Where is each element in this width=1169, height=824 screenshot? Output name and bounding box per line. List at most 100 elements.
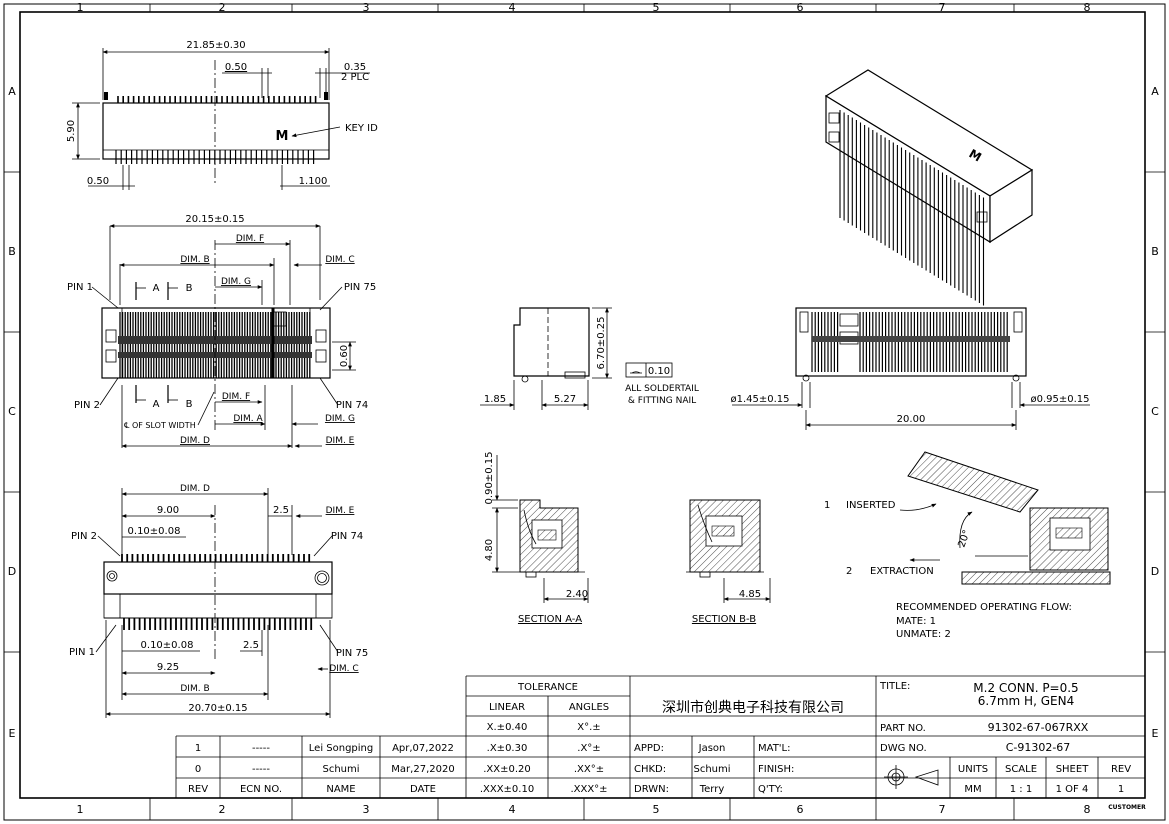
- zone-row-a-right: A: [1151, 85, 1159, 98]
- section-a-height-dim: 4.80: [484, 539, 495, 561]
- rev-header-ecn: ECN NO.: [240, 784, 282, 795]
- top-view-tail-row: [115, 150, 315, 164]
- zone-col-8: 8: [1084, 1, 1091, 14]
- top-overall-dim: 21.85±0.30: [186, 40, 245, 51]
- tolerance-linear-0: X.±0.40: [487, 722, 528, 733]
- bottom-dim-e: DIM. E: [326, 506, 355, 516]
- appd-value: Jason: [698, 743, 726, 754]
- zone-col-5: 5: [653, 1, 660, 14]
- bottom-pin1-label: PIN 1: [69, 647, 95, 658]
- zone-col-3: 3: [363, 1, 370, 14]
- zone-col-5-bottom: 5: [653, 803, 660, 816]
- zone-row-labels: A B C D E A B C D E: [8, 85, 1159, 740]
- side-view: 6.70±0.25 1.85 5.27 0.10 ALL SOLDERTAIL …: [480, 307, 699, 410]
- plan-section-b-top: B: [186, 283, 193, 294]
- flow-step1-label: INSERTED: [846, 500, 896, 511]
- projection-symbol-icon: [884, 765, 939, 789]
- top-view: 21.85±0.30 0.50 0.35 2 PLC 5.90 M KEY ID…: [66, 40, 378, 190]
- top-view-pin-row: [104, 92, 328, 103]
- zone-col-4-bottom: 4: [509, 803, 516, 816]
- plan-view: 20.15±0.15 DIM. F DIM. B DIM. C DIM. G P…: [67, 214, 376, 448]
- zone-row-b-right: B: [1151, 245, 1159, 258]
- section-a-gap-dim: 0.90±0.15: [484, 452, 495, 505]
- rev-row-1-name: Lei Songping: [309, 743, 373, 754]
- bottom-tol-bottom: 0.10±0.08: [141, 640, 194, 651]
- section-a-a: 0.90±0.15 4.80 2.40 SECTION A-A: [484, 452, 589, 625]
- company-name: 深圳市创典电子科技有限公司: [662, 699, 844, 716]
- plan-dim-c-top: DIM. C: [325, 255, 354, 265]
- zone-col-7-bottom: 7: [939, 803, 946, 816]
- flow-step2-label: EXTRACTION: [870, 566, 934, 577]
- plan-dim-a: DIM. A: [233, 414, 263, 424]
- plan-section-a-bottom: A: [153, 399, 160, 410]
- isometric-view: M: [824, 69, 1034, 306]
- rev-header-rev: REV: [188, 784, 208, 795]
- rev-row-0-ecn: -----: [252, 764, 270, 775]
- zone-row-c-right: C: [1151, 405, 1159, 418]
- tolerance-linear-1: .X±0.30: [487, 743, 528, 754]
- chkd-label: CHKD:: [634, 764, 666, 775]
- bottom-dim-25-bottom: 2.5: [243, 640, 259, 651]
- side-note-1: ALL SOLDERTAIL: [625, 384, 699, 394]
- side-height-dim: 6.70±0.25: [596, 317, 607, 370]
- quantity-label: Q'TY:: [758, 784, 783, 795]
- front-left-hole-dim: ø1.45±0.15: [730, 394, 789, 405]
- plan-dim-b-top: DIM. B: [180, 255, 209, 265]
- tolerance-angle-1: .X°±: [577, 743, 600, 754]
- rev-row-0-date: Mar,27,2020: [391, 764, 454, 775]
- top-key-label: KEY ID: [345, 123, 378, 134]
- section-a-title: SECTION A-A: [518, 614, 582, 625]
- bottom-view-tails: [104, 554, 332, 630]
- plan-height-060: 0.60: [339, 345, 350, 367]
- scale-value: 1 : 1: [1010, 784, 1032, 795]
- flow-angle-label: 20°: [956, 529, 972, 549]
- tolerance-angles-header: ANGLES: [569, 702, 609, 713]
- plan-pin2-label: PIN 2: [74, 400, 100, 411]
- bottom-pin2-label: PIN 2: [71, 531, 97, 542]
- zone-row-c: C: [8, 405, 16, 418]
- plan-dim-f-top: DIM. F: [236, 234, 264, 244]
- rev-row-0-name: Schumi: [322, 764, 359, 775]
- isometric-contacts: [839, 110, 985, 306]
- rev-label: REV: [1111, 764, 1131, 775]
- bottom-pin74-label: PIN 74: [331, 531, 363, 542]
- part-number-value: 91302-67-067RXX: [988, 721, 1089, 734]
- bottom-pin75-label: PIN 75: [336, 648, 368, 659]
- bottom-dim-25-top: 2.5: [273, 505, 289, 516]
- plan-section-a-top: A: [153, 283, 160, 294]
- front-view-contacts: [811, 312, 1010, 372]
- customer-label: CUSTOMER: [1108, 804, 1146, 811]
- rev-header-name: NAME: [326, 784, 355, 795]
- sheet-label: SHEET: [1056, 764, 1090, 775]
- part-number-label: PART NO.: [880, 723, 926, 734]
- bottom-width-dim: 20.70±0.15: [188, 703, 247, 714]
- bottom-dim-d: DIM. D: [180, 484, 210, 494]
- rev-row-1-date: Apr,07,2022: [392, 743, 454, 754]
- zone-row-e: E: [9, 727, 16, 740]
- front-right-hole-dim: ø0.95±0.15: [1030, 394, 1089, 405]
- section-b-width-dim: 4.85: [739, 589, 761, 600]
- bottom-dim-b: DIM. B: [180, 684, 209, 694]
- top-height-dim: 5.90: [66, 120, 77, 142]
- zone-row-e-right: E: [1152, 727, 1159, 740]
- side-note-2: & FITTING NAIL: [628, 396, 696, 406]
- top-key-mark: M: [276, 129, 289, 144]
- tolerance-angle-3: .XXX°±: [570, 784, 607, 795]
- plan-section-b-bottom: B: [186, 399, 193, 410]
- flow-title: RECOMMENDED OPERATING FLOW:: [896, 602, 1072, 613]
- drawing-number-label: DWG NO.: [880, 743, 927, 754]
- zone-col-1: 1: [77, 1, 84, 14]
- flow-step1-number: 1: [824, 500, 830, 511]
- drwn-value: Terry: [699, 784, 725, 795]
- plan-view-contacts: [118, 308, 312, 378]
- title-line-2: 6.7mm H, GEN4: [978, 694, 1074, 708]
- scale-label: SCALE: [1005, 764, 1037, 775]
- zone-col-6: 6: [797, 1, 804, 14]
- section-a-width-dim: 2.40: [566, 589, 588, 600]
- bottom-dim-925: 9.25: [157, 662, 179, 673]
- tolerance-linear-header: LINEAR: [489, 702, 525, 713]
- bottom-tol-top: 0.10±0.08: [128, 526, 181, 537]
- title-line-1: M.2 CONN. P=0.5: [973, 681, 1078, 695]
- side-left-dim: 1.85: [484, 394, 506, 405]
